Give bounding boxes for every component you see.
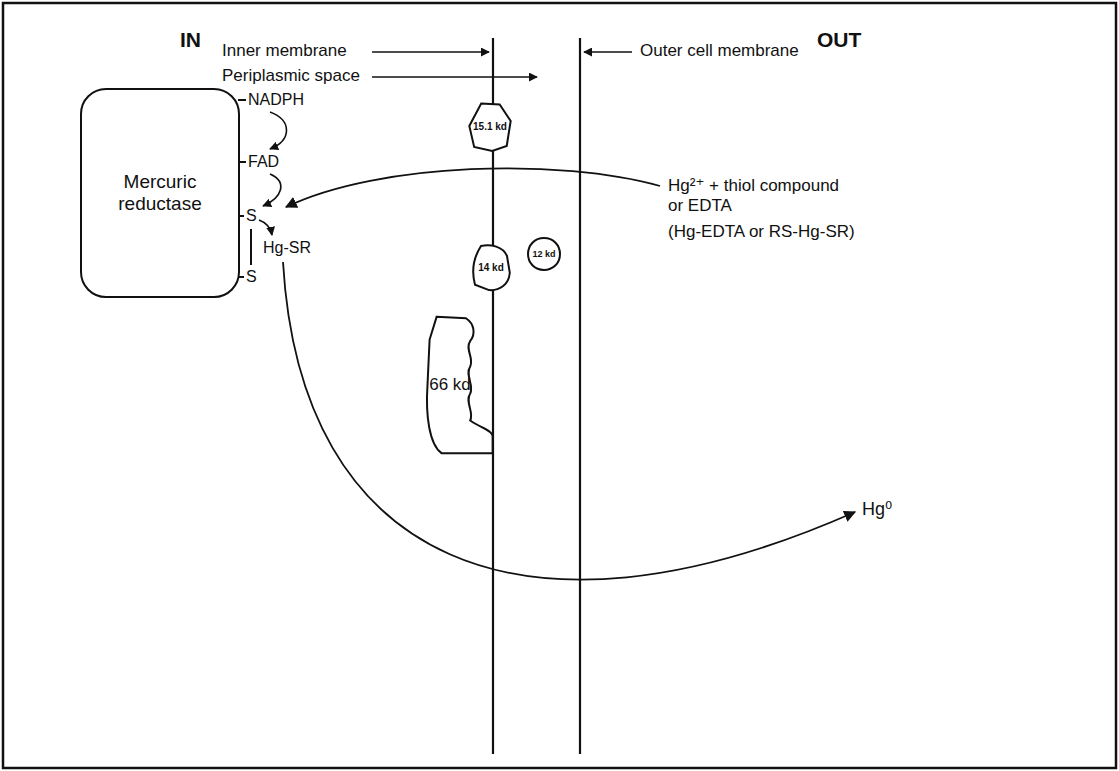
node-body: 12 kd [527,237,561,271]
membrane-protein: 14 kd [471,244,511,292]
substrate-label: Hg²⁺ + thiol compound or EDTA [668,176,848,217]
node-text: 66 kd [429,375,471,395]
pointer-arrow [372,76,537,78]
cofactor-label: NADPH [248,90,304,109]
uptake-arrow [286,168,660,207]
frame [3,3,1116,768]
node-text: Mercuric reductase [85,171,235,215]
complex-label: Hg-SR [263,238,311,257]
disulfide-bond [250,229,252,265]
release-arrow [283,262,855,580]
binding-arrow [259,220,272,235]
membrane-label: Inner membrane [222,41,347,61]
membrane-label: Periplasmic space [222,66,360,86]
node-body: Mercuric reductase [82,90,238,296]
electron-arrow [270,112,287,149]
membrane-protein: 66 kd [424,314,494,456]
periplasmic-protein: 12 kd [527,237,561,271]
node-text: 15.1 kd [473,121,507,133]
side-label: OUT [817,27,861,52]
node-body: 14 kd [471,244,511,292]
cofactor-label: FAD [248,152,279,171]
protein-outline-path [473,245,509,290]
protein-outline-path [427,317,493,453]
electron-arrow [263,174,281,206]
outer-membrane-line [579,38,581,754]
protein-outline-path [469,104,510,152]
node-text: 14 kd [478,262,504,274]
node-body: 15.1 kd [468,102,512,152]
product-label: Hg⁰ [862,499,892,521]
cysteine-label: S [246,267,257,286]
membrane-protein: 15.1 kd [468,102,512,152]
node-body: 66 kd [424,314,494,456]
pointer-arrow [372,51,489,53]
membrane-label: Outer cell membrane [640,41,799,61]
node-text: 12 kd [532,249,555,259]
site-tick [238,99,246,101]
side-label: IN [180,27,201,52]
enzyme-box: Mercuric reductase [80,88,240,298]
pointer-arrow [584,51,632,53]
substrate-label: (Hg-EDTA or RS-Hg-SR) [668,222,855,242]
cysteine-label: S [246,206,257,225]
protein-outline-path [528,238,560,270]
